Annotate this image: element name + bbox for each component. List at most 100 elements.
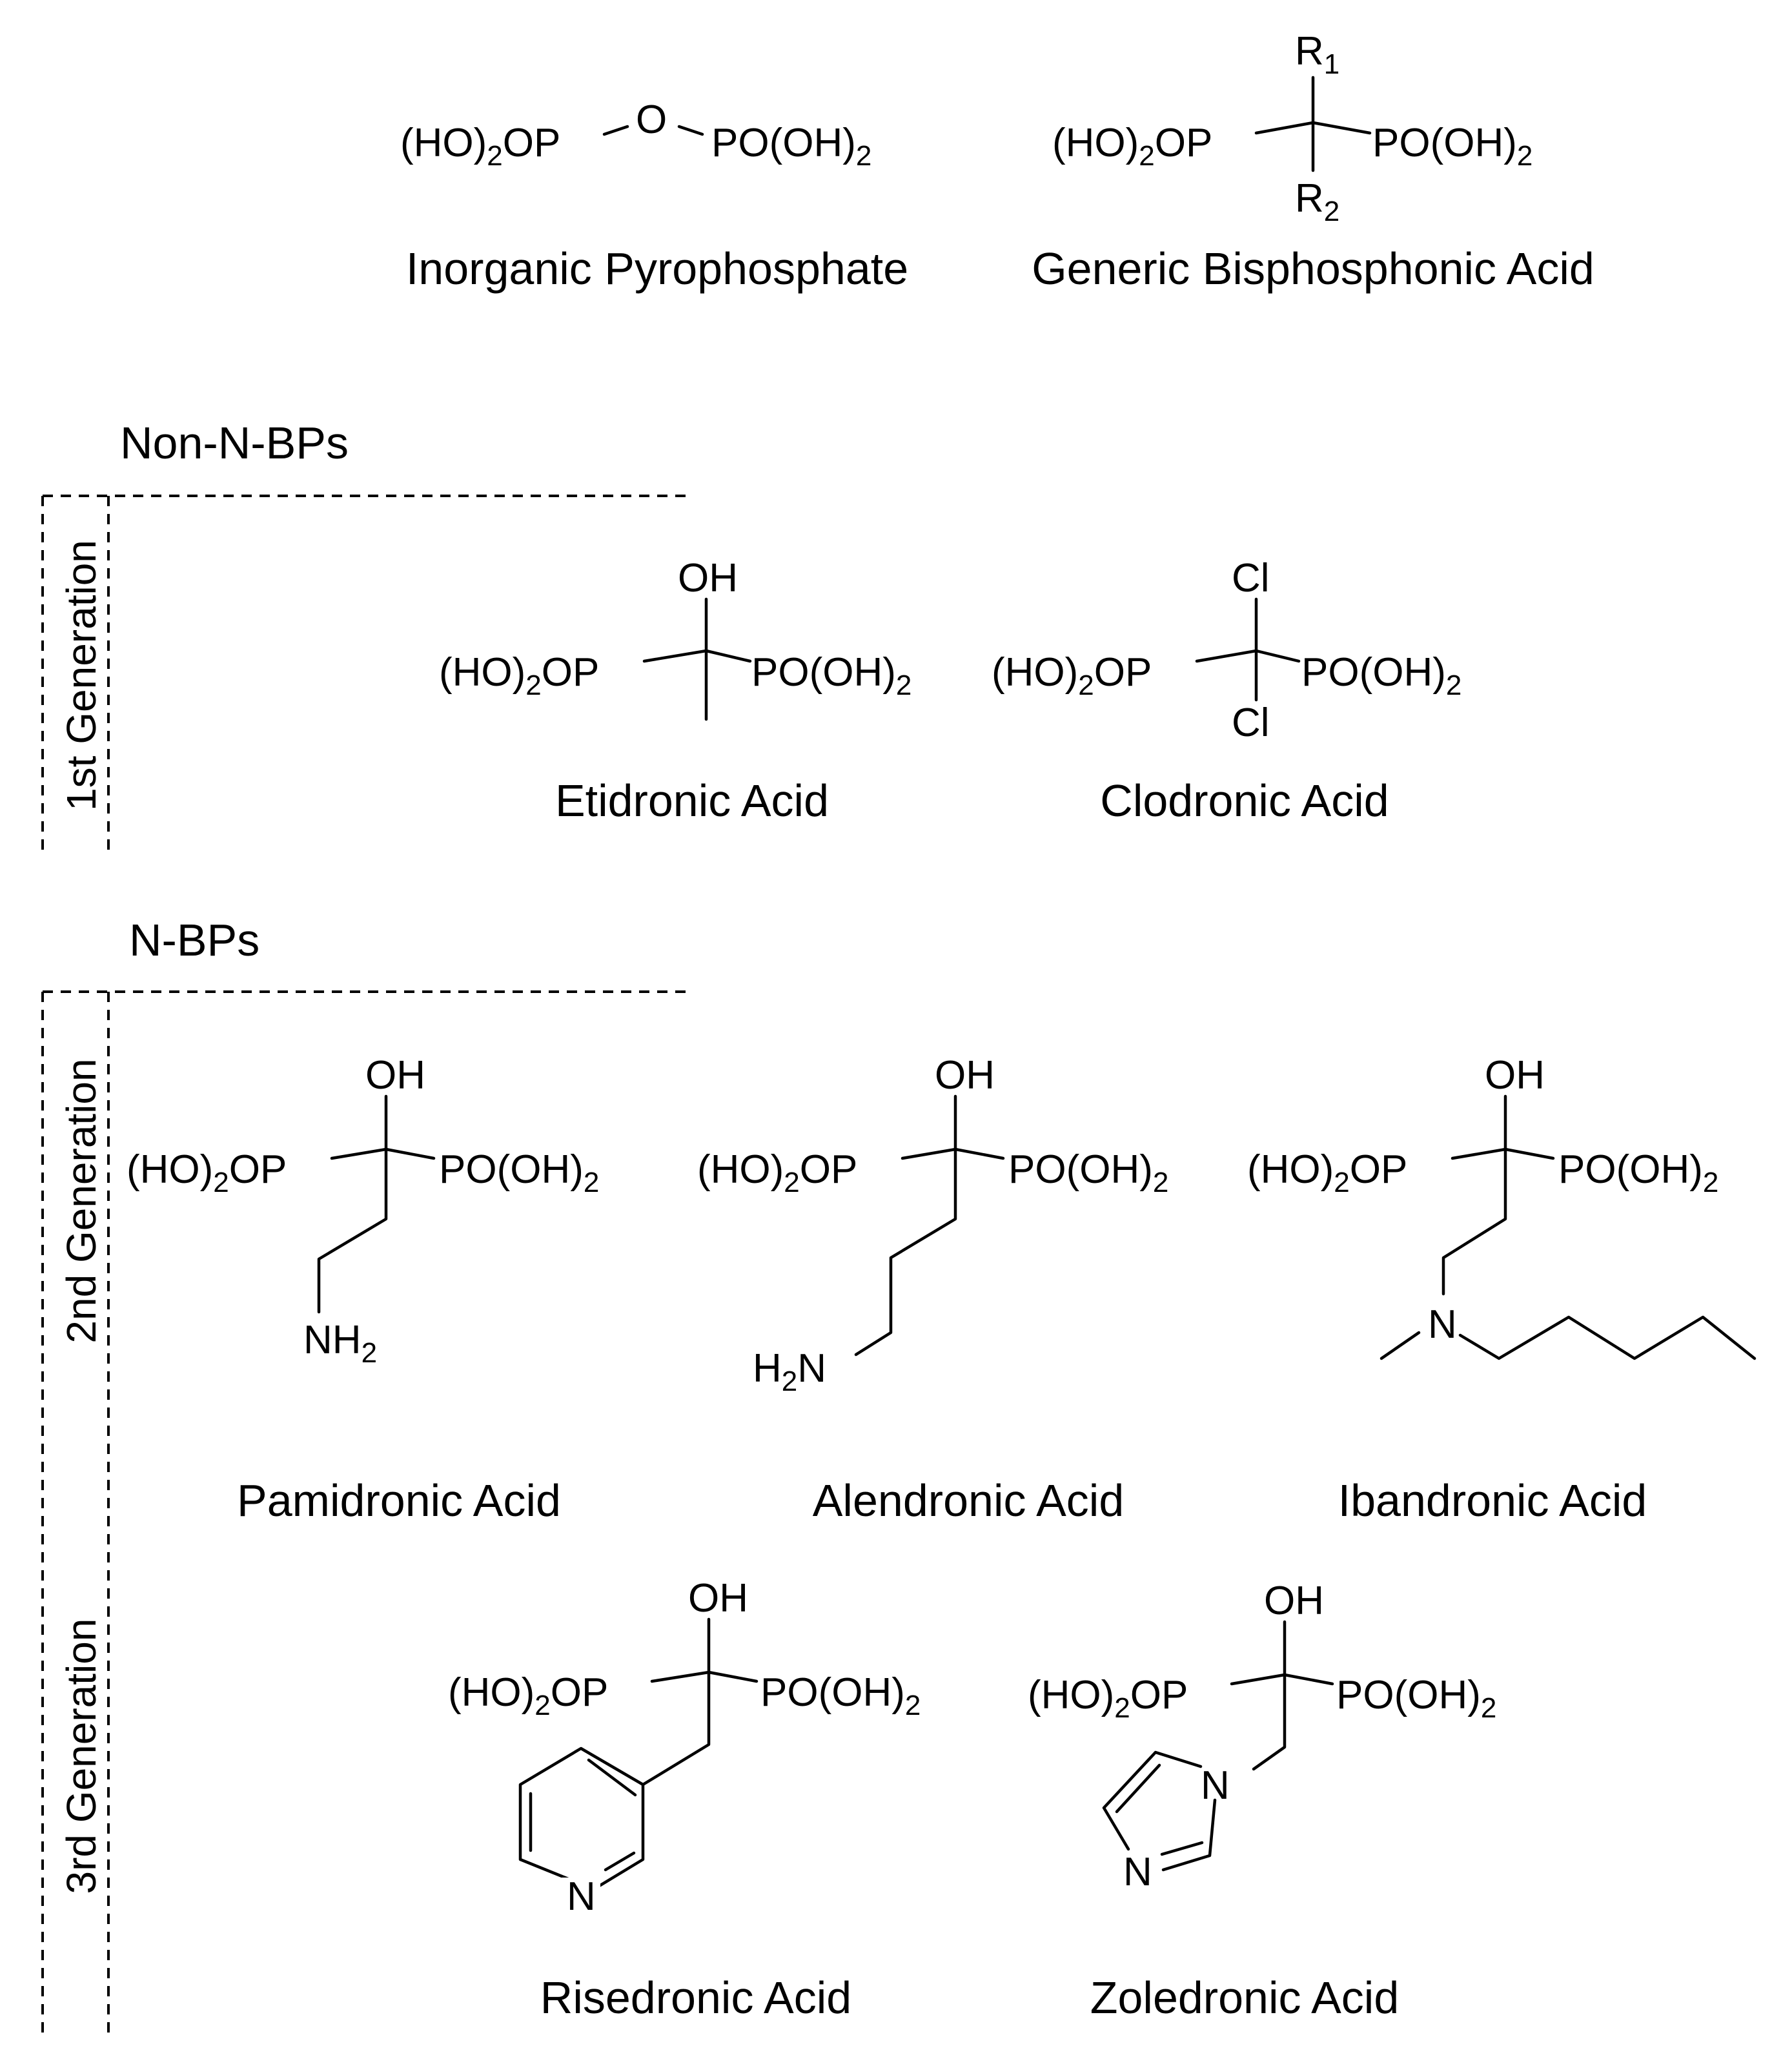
generation-label-second: 2nd Generation — [58, 1058, 105, 1343]
caption-etidronic: Etidronic Acid — [555, 775, 829, 826]
etidronic-structure: OH (HO)2OP PO(OH)2 Etidronic Acid — [439, 556, 911, 826]
bond — [602, 125, 629, 136]
generation-label-first: 1st Generation — [58, 540, 105, 811]
svg-text:PO(OH)2: PO(OH)2 — [1372, 121, 1532, 172]
svg-text:OH: OH — [1485, 1053, 1545, 1098]
svg-text:PO(OH)2: PO(OH)2 — [1008, 1147, 1168, 1198]
bond — [704, 649, 752, 663]
svg-text:(HO)2OP: (HO)2OP — [1247, 1147, 1407, 1198]
svg-text:(HO)2OP: (HO)2OP — [127, 1147, 287, 1198]
bond — [1252, 1673, 1287, 1771]
bond — [1254, 121, 1315, 135]
bond — [1451, 1147, 1507, 1160]
op-group: OP — [503, 121, 561, 165]
caption-risedronic: Risedronic Acid — [540, 1972, 851, 2023]
bond — [604, 1851, 636, 1872]
ring-nitrogen-1: N — [1201, 1763, 1230, 1808]
bond — [384, 1147, 436, 1160]
bond — [650, 1670, 711, 1683]
bond — [1115, 1763, 1161, 1814]
bond — [1160, 1841, 1204, 1856]
clodronic-structure: Cl (HO)2OP PO(OH)2 Cl Clodronic Acid — [992, 556, 1461, 826]
bridge-oxygen: O — [636, 97, 667, 142]
svg-text:OH: OH — [365, 1053, 425, 1098]
svg-text:PO(OH)2: PO(OH)2 — [1336, 1673, 1496, 1724]
bond — [1195, 649, 1258, 663]
svg-text:OH: OH — [935, 1053, 995, 1098]
svg-text:(HO)2OP: (HO)2OP — [439, 650, 599, 701]
r2-group: R — [1295, 176, 1324, 221]
bond — [330, 1147, 388, 1160]
svg-text:Cl: Cl — [1232, 701, 1270, 745]
svg-text:OH: OH — [1264, 1579, 1324, 1623]
bond — [1102, 1750, 1203, 1851]
svg-text:(HO)2OP: (HO)2OP — [697, 1147, 857, 1198]
amine-group: N — [1428, 1302, 1457, 1347]
bond — [953, 1147, 1005, 1160]
svg-text:PO(OH)2: PO(OH)2 — [760, 1670, 921, 1721]
amine-group: H — [753, 1346, 782, 1391]
bond — [677, 125, 704, 136]
group-title-n-bps: N-BPs — [129, 915, 260, 965]
group-title-non-n-bps: Non-N-BPs — [120, 418, 349, 468]
bond — [1503, 1147, 1555, 1160]
pamidronic-structure: OH (HO)2OP PO(OH)2 NH2 Pamidronic Acid — [127, 1053, 599, 1526]
ho-group: (HO) — [400, 121, 487, 165]
risedronic-structure: OH (HO)2OP PO(OH)2 N Risedronic Acid — [448, 1576, 921, 2023]
pyridine-ring — [518, 1746, 645, 1891]
bond — [901, 1147, 957, 1160]
bond — [854, 1147, 957, 1357]
alendronic-structure: OH (HO)2OP PO(OH)2 H2N Alendronic Acid — [697, 1053, 1168, 1526]
ring-nitrogen-3: N — [1123, 1850, 1152, 1894]
r1-group: R — [1295, 29, 1324, 74]
svg-text:(HO)2OP: (HO)2OP — [448, 1670, 608, 1721]
caption-ibandronic: Ibandronic Acid — [1338, 1475, 1647, 1526]
svg-text:(HO)2OP: (HO)2OP — [1052, 121, 1212, 172]
svg-text:PO(OH)2: PO(OH)2 — [751, 650, 911, 701]
caption-clodronic: Clodronic Acid — [1100, 775, 1389, 826]
caption-pamidronic: Pamidronic Acid — [237, 1475, 561, 1526]
svg-text:PO(OH)2: PO(OH)2 — [1301, 650, 1461, 701]
bond — [1441, 1147, 1507, 1296]
bond — [1230, 1673, 1287, 1686]
zoledronic-structure: OH (HO)2OP PO(OH)2 N N Zoledronic Acid — [1028, 1579, 1496, 2023]
svg-text:NH2: NH2 — [303, 1318, 377, 1369]
svg-text:OH: OH — [678, 556, 738, 600]
svg-text:PO(OH)2: PO(OH)2 — [711, 121, 871, 172]
subscript: 2 — [856, 140, 871, 172]
bond — [642, 649, 708, 663]
svg-text:PO(OH)2: PO(OH)2 — [1558, 1147, 1718, 1198]
bond — [1311, 121, 1372, 135]
ring-nitrogen: N — [567, 1874, 596, 1919]
bond — [587, 1758, 637, 1797]
svg-text:(HO)2OP: (HO)2OP — [1028, 1673, 1188, 1724]
svg-text:(HO)2OP: (HO)2OP — [992, 650, 1152, 701]
amine-group: NH — [303, 1318, 361, 1362]
caption-pyrophosphate: Inorganic Pyrophosphate — [406, 243, 908, 294]
bond — [641, 1670, 711, 1787]
po-group: PO(OH) — [711, 121, 856, 165]
generation-label-third: 3rd Generation — [58, 1619, 105, 1894]
bond — [1161, 1798, 1217, 1872]
svg-text:(HO)2OP: (HO)2OP — [400, 121, 560, 172]
bond — [1458, 1315, 1756, 1360]
pyrophosphate-structure: (HO)2OP O PO(OH)2 Inorganic Pyrophosphat… — [400, 97, 908, 294]
bond — [1380, 1331, 1421, 1360]
bond — [317, 1147, 388, 1314]
caption-zoledronic: Zoledronic Acid — [1090, 1972, 1400, 2023]
svg-text:PO(OH)2: PO(OH)2 — [439, 1147, 599, 1198]
svg-text:H2N: H2N — [753, 1346, 826, 1397]
svg-text:Cl: Cl — [1232, 556, 1270, 600]
caption-generic: Generic Bisphosphonic Acid — [1032, 243, 1594, 294]
bond — [1254, 649, 1301, 663]
ibandronic-structure: OH (HO)2OP PO(OH)2 N Ibandronic Acid — [1247, 1053, 1756, 1526]
svg-text:R2: R2 — [1295, 176, 1339, 227]
svg-text:OH: OH — [688, 1576, 748, 1621]
generic-bisphosphonate-structure: R1 (HO)2OP PO(OH)2 R2 Generic Bisphospho… — [1032, 29, 1594, 294]
svg-text:R1: R1 — [1295, 29, 1339, 80]
bond — [1283, 1673, 1334, 1686]
subscript: 2 — [487, 140, 502, 172]
bond — [707, 1670, 759, 1683]
caption-alendronic: Alendronic Acid — [813, 1475, 1125, 1526]
